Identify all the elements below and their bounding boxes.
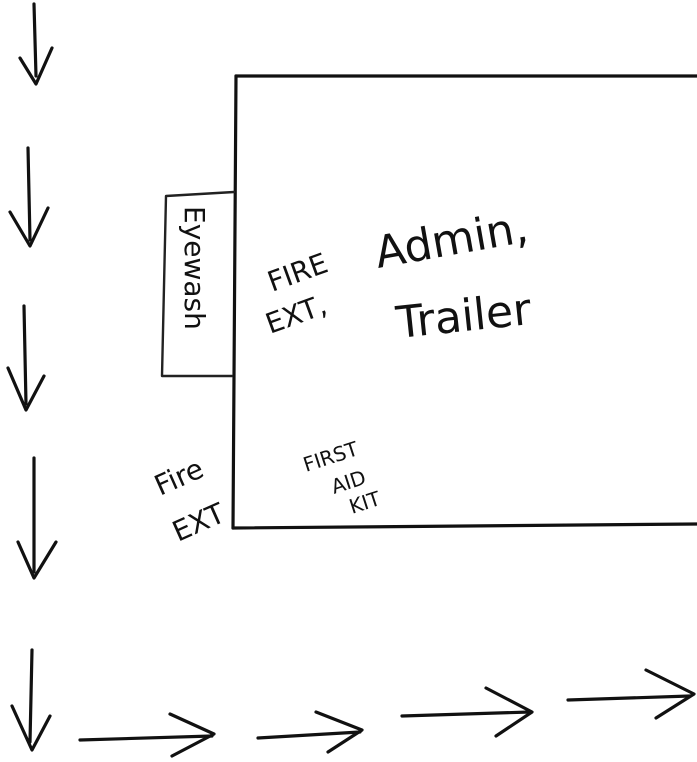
fire-extinguisher-inside-label-line1: FIRE (263, 247, 332, 299)
fire-extinguisher-inside-label-line2: EXT, (261, 288, 331, 340)
fire-extinguisher-outside-label-line1: Fire (149, 452, 208, 502)
trailer-label-line2: Trailer (393, 284, 535, 349)
arrow-down-icon (18, 2, 54, 86)
trailer-label-line1: Admin, (371, 202, 532, 279)
arrow-right-icon (256, 710, 364, 754)
arrow-down-icon (16, 456, 58, 580)
arrow-right-icon (78, 712, 216, 758)
arrow-down-icon (8, 146, 50, 248)
fire-extinguisher-outside-label-line2: EXT (167, 496, 230, 548)
arrow-right-icon (566, 668, 696, 720)
arrow-down-icon (10, 648, 52, 752)
arrow-down-icon (6, 304, 46, 412)
eyewash-station: Eyewash (160, 190, 236, 378)
admin-trailer-outline (231, 74, 697, 530)
eyewash-label: Eyewash (178, 206, 211, 330)
arrow-right-icon (400, 686, 534, 738)
